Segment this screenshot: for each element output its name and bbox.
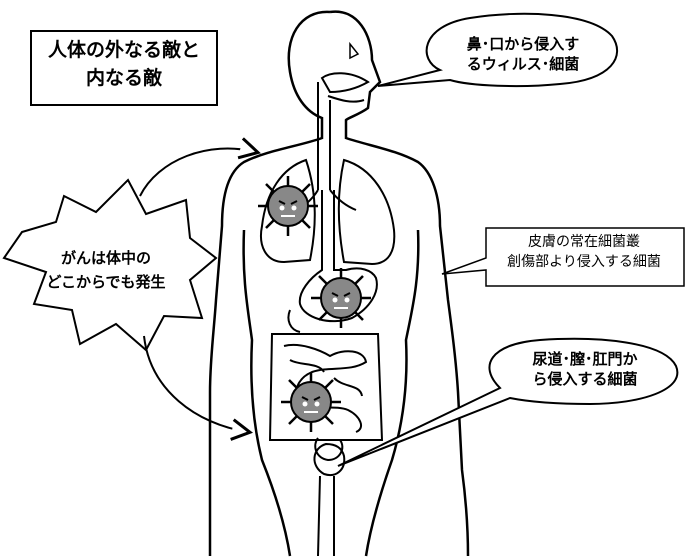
callout-skin: 皮膚の常在細菌叢 創傷部より侵入する細菌 xyxy=(480,232,688,272)
body-outline xyxy=(208,10,470,557)
callout-skin-line-2: 創傷部より侵入する細菌 xyxy=(507,254,661,270)
arrow-lower xyxy=(143,335,254,441)
callout-urinary-line-1: 尿道･膣･肛門か xyxy=(532,350,638,368)
intestines xyxy=(268,333,384,462)
callout-skin-line-1: 皮膚の常在細菌叢 xyxy=(528,234,640,250)
digestive-upper xyxy=(287,190,378,333)
callout-urinary-line-2: ら侵入する細菌 xyxy=(532,370,638,388)
lungs xyxy=(260,158,396,266)
callout-nose-mouth-bubble xyxy=(377,12,619,88)
callout-skin-bubble xyxy=(441,227,685,287)
germ-lung xyxy=(258,176,318,236)
arrow-upper xyxy=(139,137,261,197)
callout-urinary: 尿道･膣･肛門か ら侵入する細菌 xyxy=(495,349,675,389)
callout-urinary-bubble xyxy=(337,337,679,467)
callout-cancer: がんは体中の どこからでも発生 xyxy=(26,246,186,294)
callout-nose-mouth-line-1: 鼻･口から侵入す xyxy=(466,35,580,53)
callout-nose-mouth-line-2: るウィルス･細菌 xyxy=(466,55,580,73)
callout-cancer-line-2: どこからでも発生 xyxy=(46,273,166,291)
bladder xyxy=(313,442,346,557)
face-mark xyxy=(349,41,360,60)
title-line-1: 人体の外なる敵と xyxy=(47,39,200,61)
page-title: 人体の外なる敵と 内なる敵 xyxy=(36,36,212,92)
title-box xyxy=(30,30,218,106)
callout-cancer-line-1: がんは体中の xyxy=(60,249,151,267)
cancer-starburst xyxy=(2,178,218,352)
title-line-2: 内なる敵 xyxy=(85,67,162,89)
germ-stomach xyxy=(311,268,371,328)
germ-intestine xyxy=(281,372,341,432)
callout-nose-mouth: 鼻･口から侵入す るウィルス･細菌 xyxy=(433,34,613,74)
